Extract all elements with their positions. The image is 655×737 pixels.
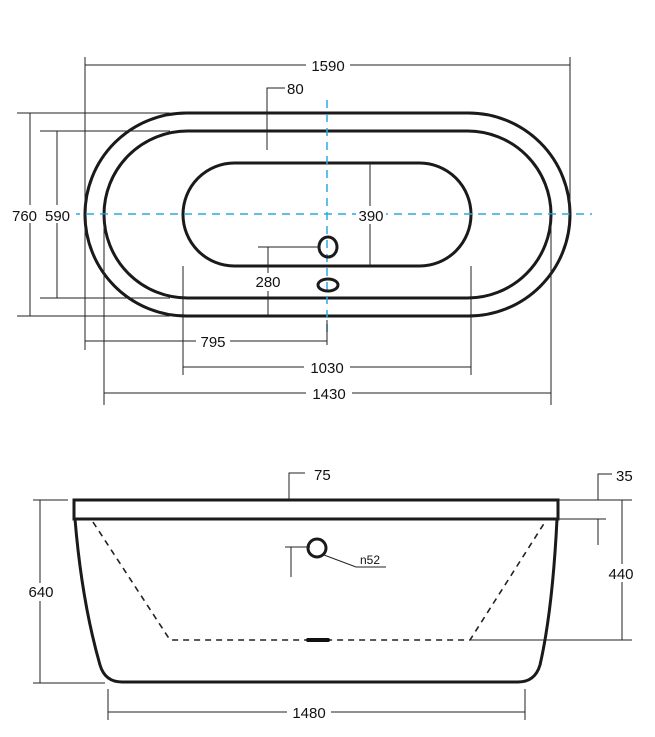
dim-1030: 1030 [310,360,343,377]
dim-1430: 1430 [312,386,345,403]
dim-795: 795 [200,334,225,351]
dim-n52: n52 [360,553,380,567]
dim-75: 75 [314,467,331,484]
dim-390: 390 [358,208,383,225]
dim-760: 760 [12,208,37,225]
top-dimensions: 1590 80 760 590 390 280 795 1030 1430 [12,56,571,405]
dim-640: 640 [28,584,53,601]
dim-280: 280 [255,274,280,291]
overflow-hole-side [306,537,328,559]
dim-1480: 1480 [292,705,325,722]
dim-440: 440 [608,566,633,583]
top-view: 1590 80 760 590 390 280 795 1030 1430 [12,56,592,405]
overflow-leader [285,546,386,577]
drain-hole [316,277,340,293]
dim-35: 35 [616,468,633,485]
rim-profile [72,498,560,521]
overflow-hole [317,235,339,259]
dim-80: 80 [287,81,304,98]
dim-1590: 1590 [311,58,344,75]
body-profile [73,518,559,684]
dim-590: 590 [45,208,70,225]
side-view: n52 75 35 440 640 1480 [24,467,641,722]
